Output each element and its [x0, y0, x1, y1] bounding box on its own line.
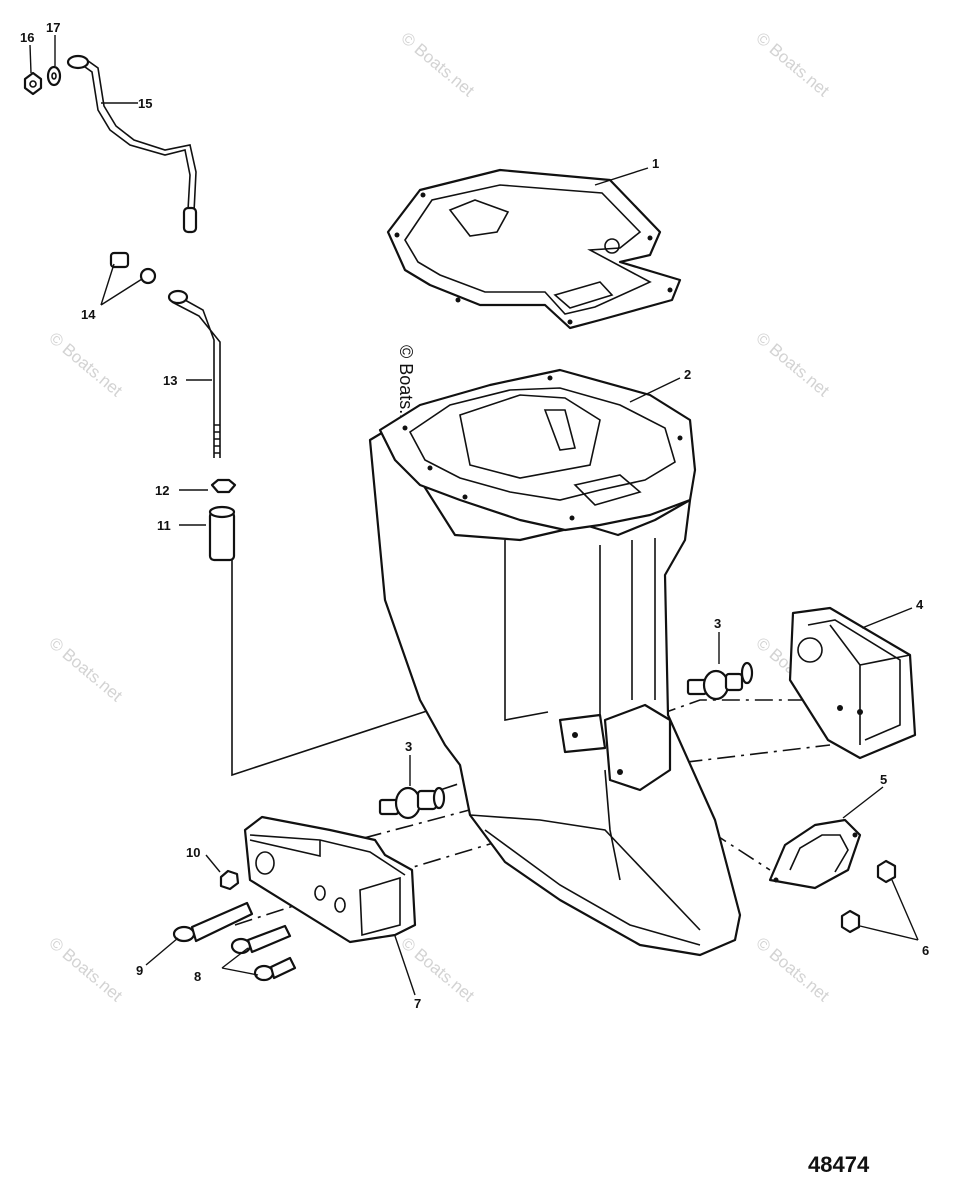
part-2-driveshaft-housing — [368, 368, 742, 957]
callout-5: 5 — [880, 772, 887, 787]
watermark-1: © Boats.net — [397, 29, 478, 101]
part-5-cover — [768, 818, 862, 890]
watermark-4: © Boats.net — [752, 329, 833, 401]
leader-lines — [29, 35, 919, 996]
part-13-shift-rod — [167, 289, 221, 458]
rod-end-cap — [66, 54, 90, 70]
watermark-10: © Boats.net — [752, 934, 833, 1006]
watermark-9: © Boats.net — [397, 934, 478, 1006]
part-8-bolts — [230, 924, 297, 982]
watermark-5: © Boats.net — [45, 634, 126, 706]
watermark-8: © Boats.net — [45, 934, 126, 1006]
callout-7: 7 — [414, 996, 421, 1011]
part-9-bolt — [172, 901, 254, 943]
callout-16: 16 — [20, 30, 34, 45]
part-6-screws — [840, 859, 897, 934]
watermark-3: © Boats.net — [45, 329, 126, 401]
callout-3-upper: 3 — [714, 616, 721, 631]
part-3-mount-upper — [686, 661, 754, 701]
figure-number: 48474 — [808, 1152, 870, 1177]
callout-6: 6 — [922, 943, 929, 958]
callout-10: 10 — [186, 845, 200, 860]
callout-12: 12 — [155, 483, 169, 498]
part-4-bracket — [788, 606, 917, 760]
part-14-fasteners — [109, 251, 157, 285]
callout-2: 2 — [684, 367, 691, 382]
part-15-shift-rod — [66, 54, 198, 234]
callout-13: 13 — [163, 373, 177, 388]
callout-1: 1 — [652, 156, 659, 171]
callout-numbers: 1 2 3 3 4 5 6 7 8 9 10 11 12 13 14 15 16… — [20, 20, 929, 1011]
part-1-gasket — [386, 168, 682, 330]
callout-17: 17 — [46, 20, 60, 35]
callout-4: 4 — [916, 597, 924, 612]
callout-3-lower: 3 — [405, 739, 412, 754]
part-10-nut — [219, 869, 240, 891]
callout-8: 8 — [194, 969, 201, 984]
callout-15: 15 — [138, 96, 152, 111]
part-12-nut — [210, 478, 237, 494]
callout-11: 11 — [157, 518, 171, 533]
part-16-nut — [23, 71, 43, 96]
part-11-coupler — [208, 505, 236, 562]
watermark-2: © Boats.net — [752, 29, 833, 101]
callout-14: 14 — [81, 307, 96, 322]
part-3-mount-lower — [378, 786, 446, 820]
part-7-bracket — [243, 815, 417, 944]
callout-9: 9 — [136, 963, 143, 978]
part-17-washer — [46, 65, 62, 87]
